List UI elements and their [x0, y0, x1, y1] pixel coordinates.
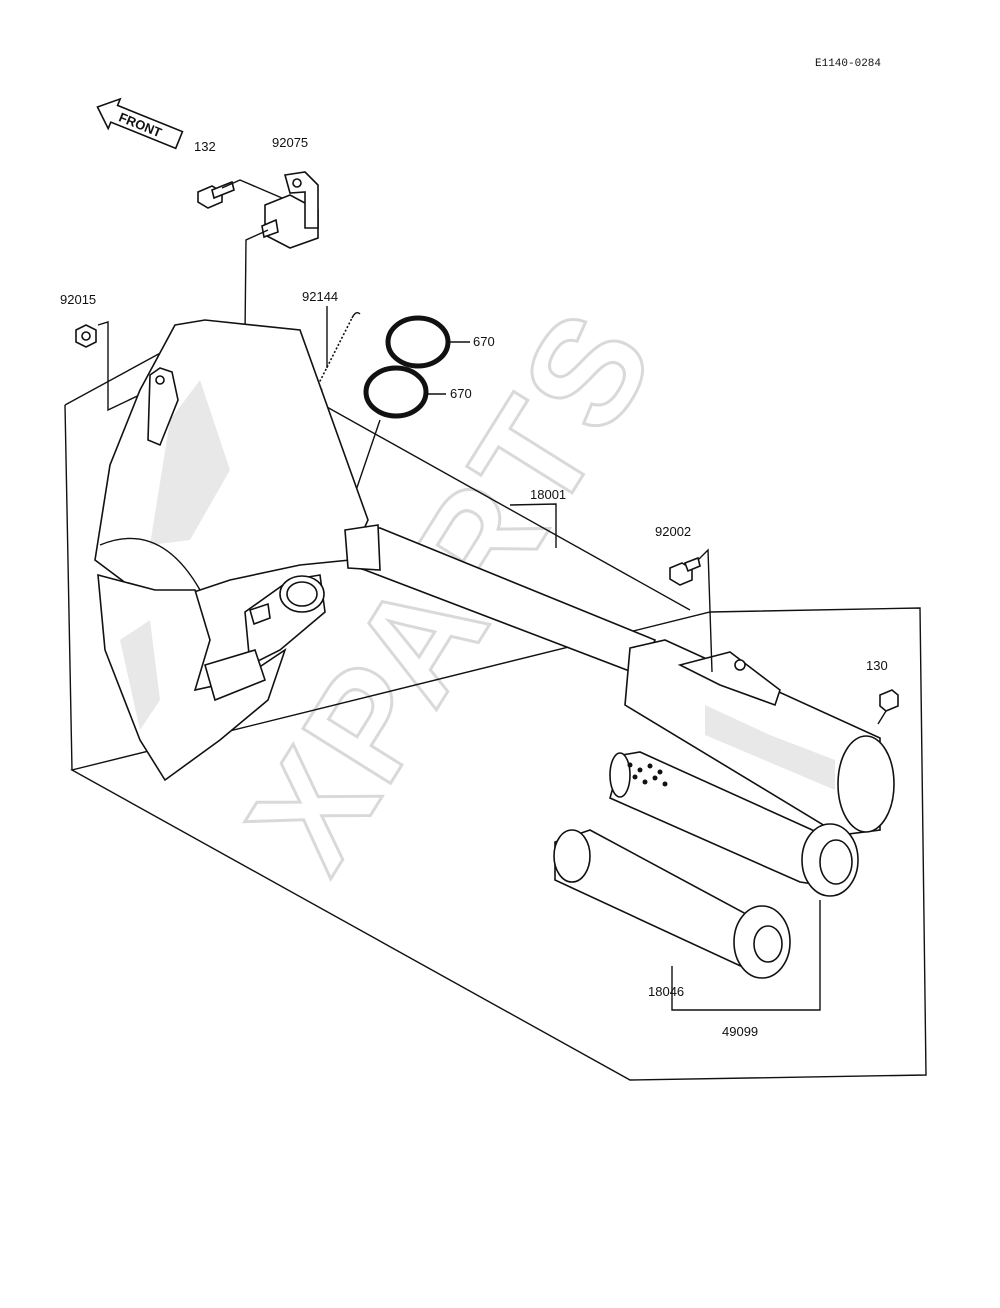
- part-label-132: 132: [194, 139, 216, 154]
- core-perforations: [627, 762, 668, 787]
- part-label-92002: 92002: [655, 524, 691, 539]
- glass-wool-packing-18046: [553, 829, 791, 979]
- o-ring-670-upper: [385, 315, 451, 369]
- diagram-code: E1140-0284: [815, 58, 881, 70]
- o-ring-670-lower: [363, 365, 429, 419]
- mount-bracket: [261, 171, 319, 249]
- part-label-92144: 92144: [302, 289, 338, 304]
- part-label-92075: 92075: [272, 135, 308, 150]
- screw-130: [877, 689, 899, 725]
- part-label-670-lower: 670: [450, 386, 472, 401]
- part-label-670-upper: 670: [473, 334, 495, 349]
- part-label-49099: 49099: [722, 1024, 758, 1039]
- expansion-chamber-18001: [94, 319, 657, 782]
- spring-92144: [313, 311, 361, 395]
- perforated-core-49099: [609, 751, 859, 897]
- silencer: [624, 639, 895, 836]
- part-label-18001: 18001: [530, 487, 566, 502]
- nut-92015: [75, 324, 97, 348]
- part-label-18046: 18046: [648, 984, 684, 999]
- part-label-130: 130: [866, 658, 888, 673]
- part-label-92015: 92015: [60, 292, 96, 307]
- bolt-132: [197, 180, 235, 209]
- front-arrow-icon: FRONT: [96, 97, 184, 150]
- bolt-92002: [669, 556, 701, 586]
